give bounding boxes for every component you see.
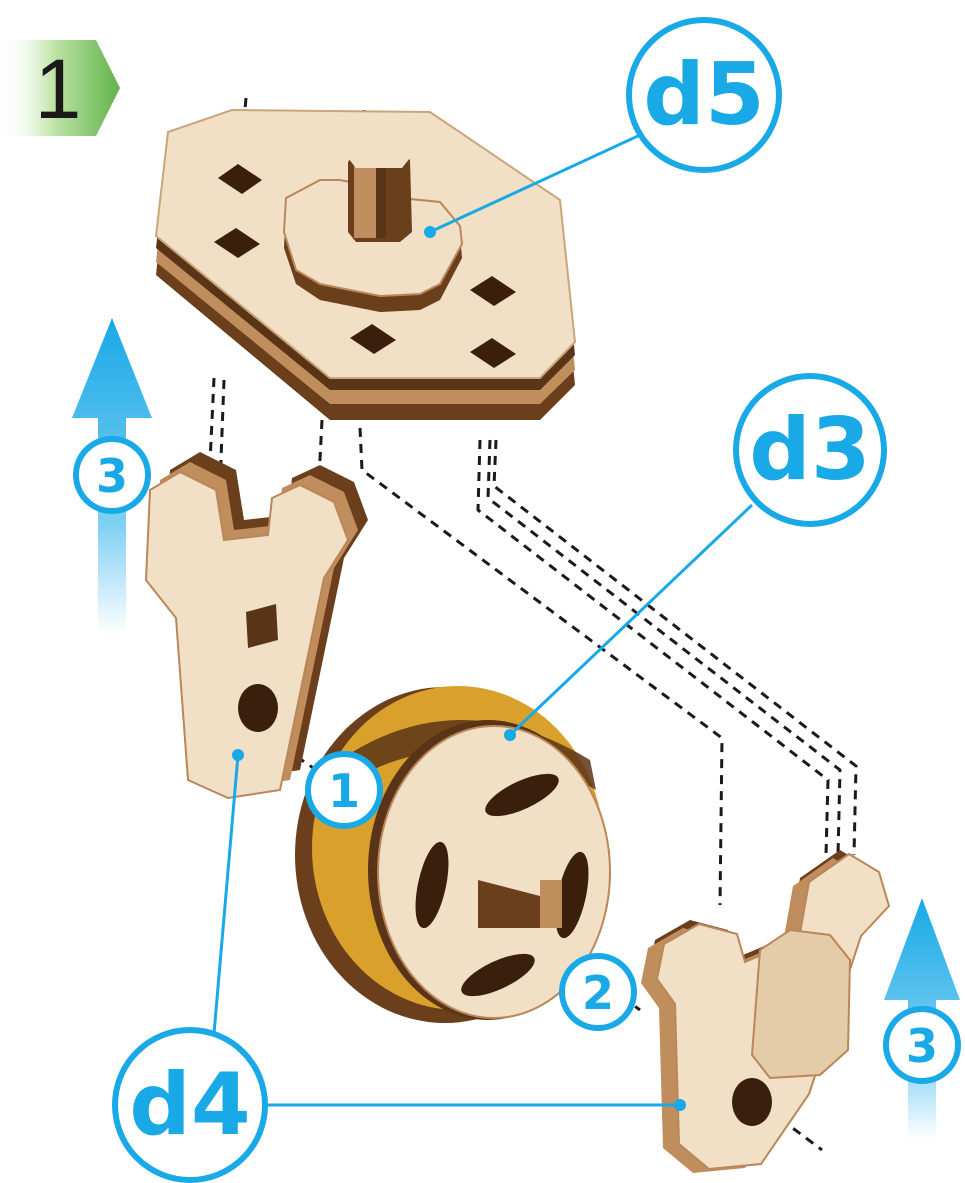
callout-d4-label: d4 <box>129 1055 250 1155</box>
callout-d3: d3 <box>733 373 887 527</box>
assembly-guide-lines <box>202 97 858 1152</box>
order-marker-3-right: 3 <box>883 1006 961 1084</box>
callout-d5-label: d5 <box>643 45 764 145</box>
step-number: 1 <box>35 42 82 136</box>
order-marker-3-left: 3 <box>73 436 151 514</box>
order-marker-3-left-label: 3 <box>96 449 128 503</box>
callout-d4: d4 <box>112 1027 268 1183</box>
base-plate-part <box>154 108 577 420</box>
callout-d5: d5 <box>626 17 782 173</box>
order-marker-2: 2 <box>559 953 637 1031</box>
left-bracket-part <box>144 452 368 800</box>
wheel-part <box>295 686 611 1023</box>
callout-anchor-dots <box>232 226 686 1111</box>
callout-d3-label: d3 <box>749 400 870 500</box>
order-marker-2-label: 2 <box>582 966 614 1020</box>
order-marker-1-label: 1 <box>328 764 360 818</box>
step-badge: 1 <box>0 40 120 136</box>
right-bracket-part <box>641 850 891 1173</box>
order-marker-1: 1 <box>305 751 383 829</box>
order-marker-3-right-label: 3 <box>906 1019 938 1073</box>
